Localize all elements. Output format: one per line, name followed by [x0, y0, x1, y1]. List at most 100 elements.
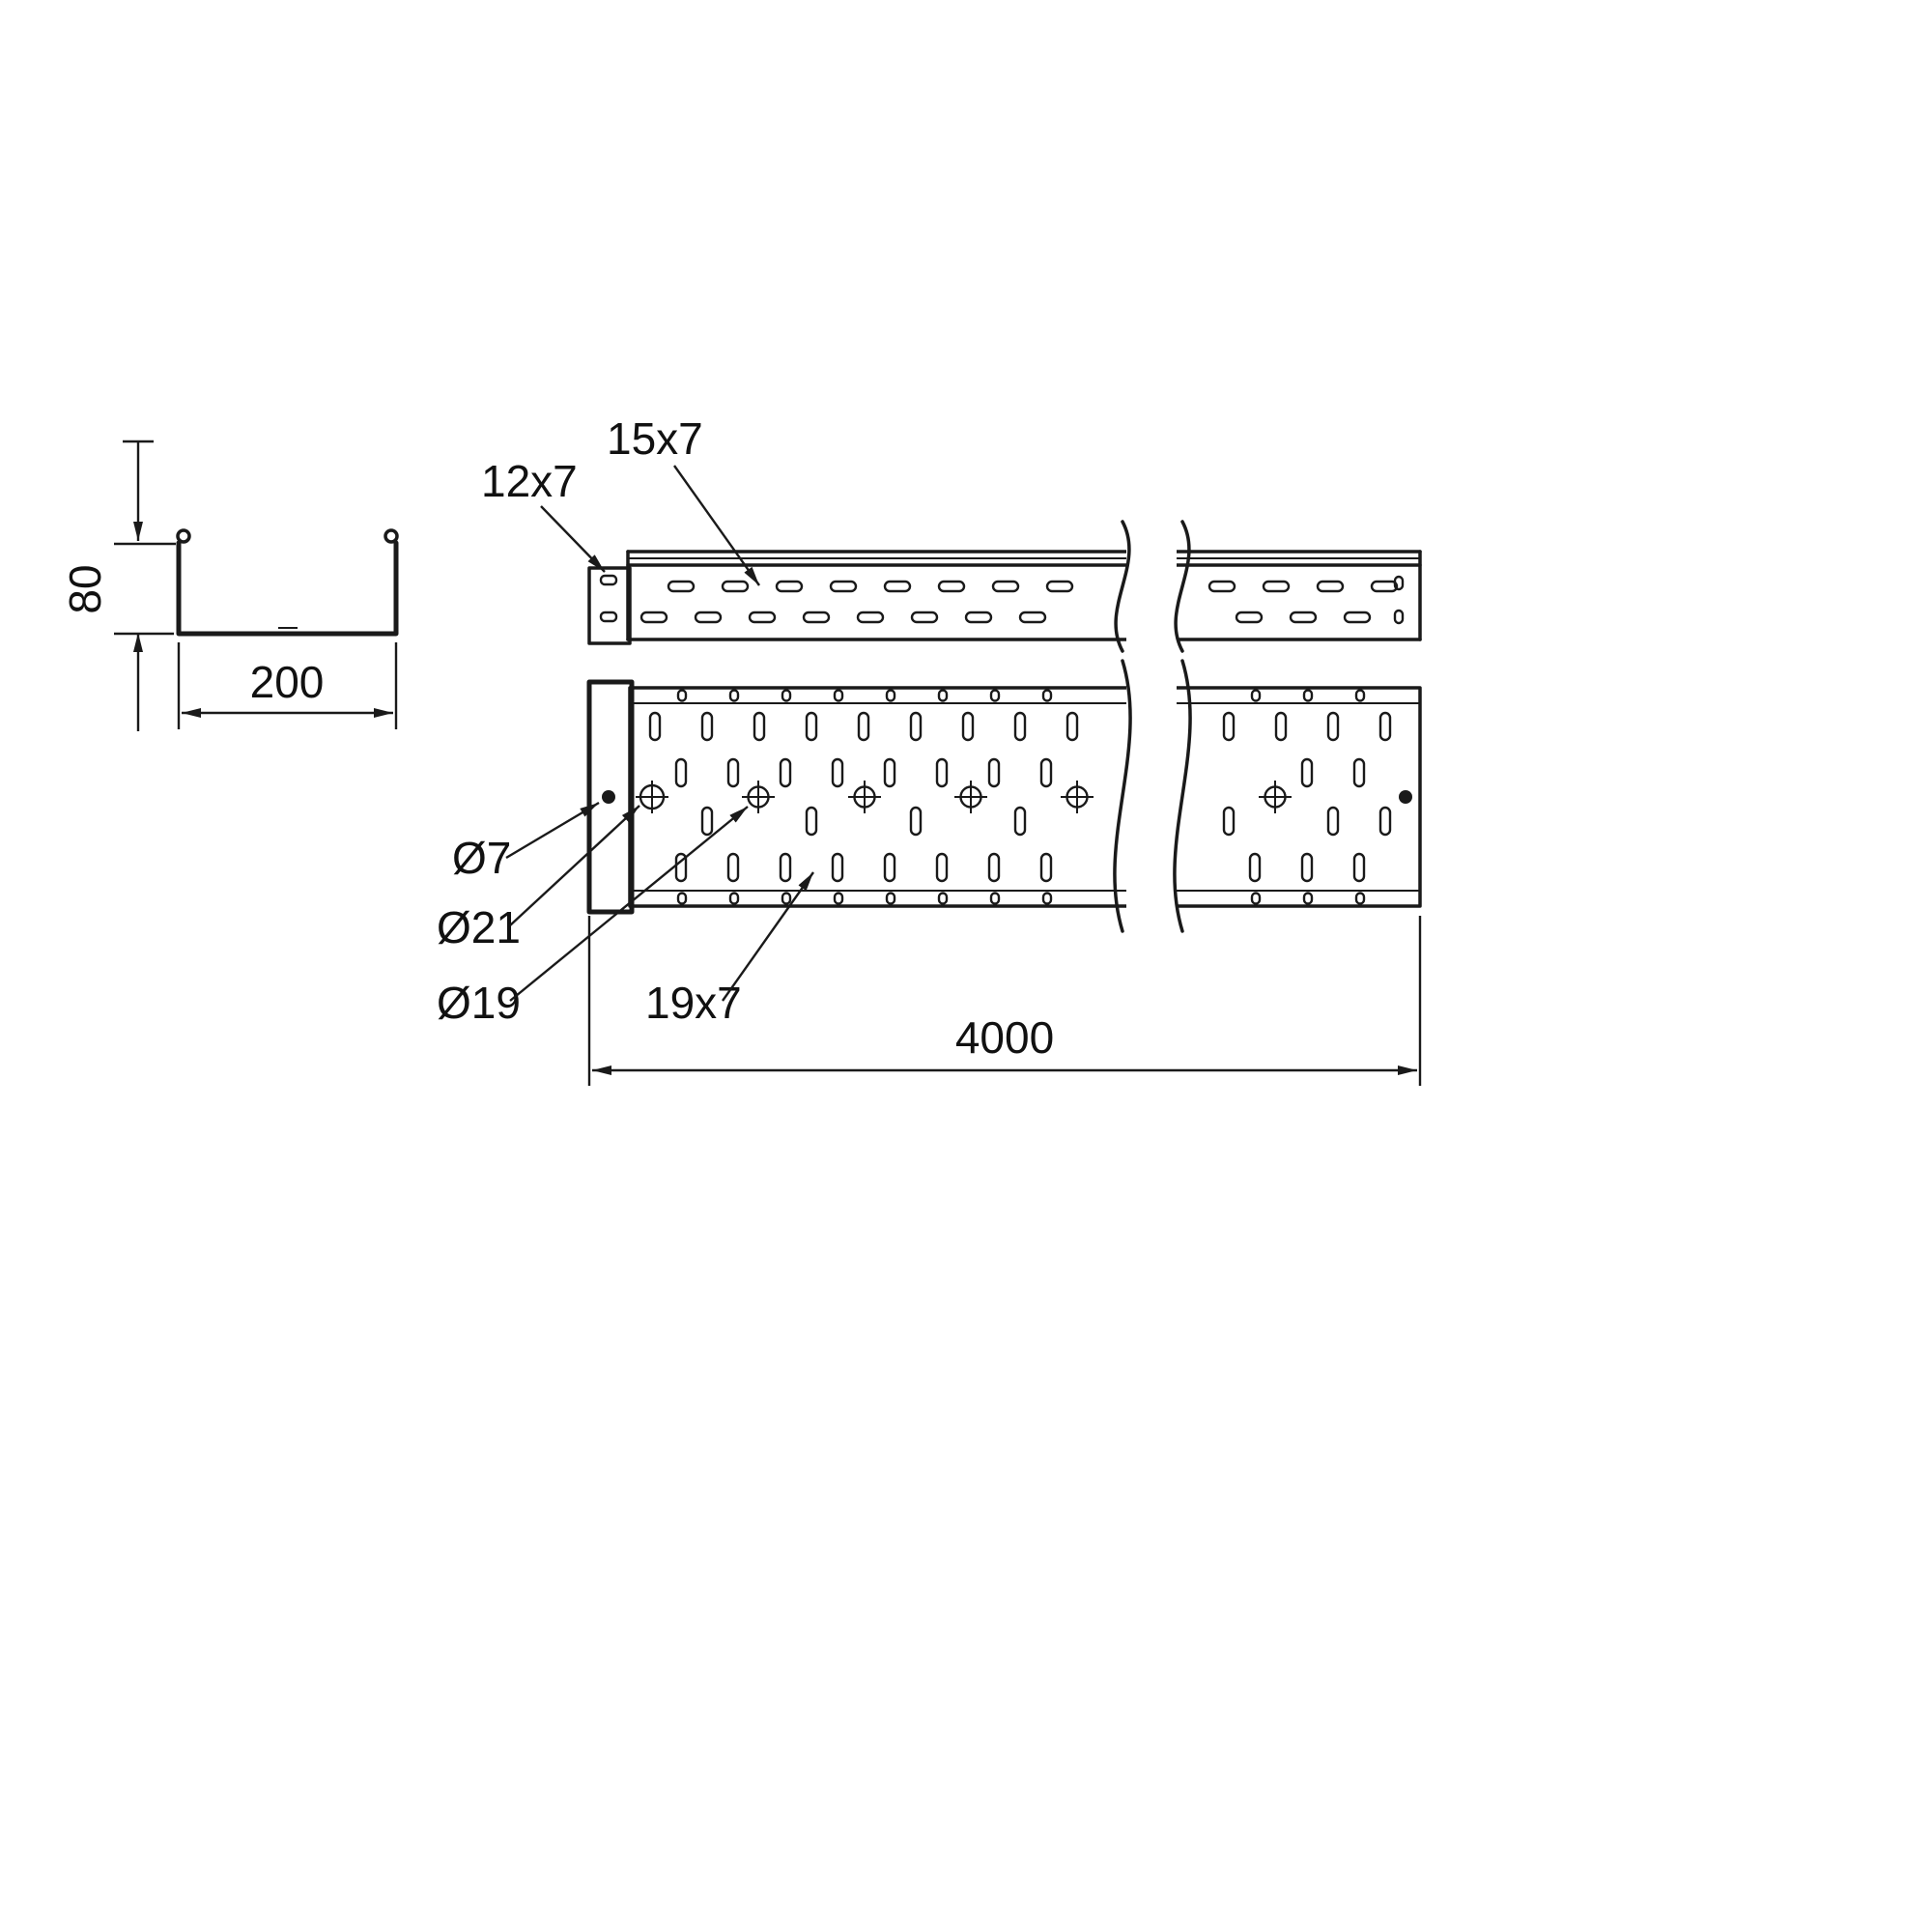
break-line: [1174, 520, 1191, 653]
flange-slot: [1041, 892, 1053, 905]
tray-bottom-slot: [1013, 711, 1027, 742]
tray-bottom-slot: [935, 757, 949, 788]
tray-bottom-slot: [779, 757, 792, 788]
flange-slot: [1041, 689, 1053, 702]
flange-slot: [989, 689, 1001, 702]
top-view: [586, 659, 1422, 933]
tray-bottom-slot: [1222, 711, 1236, 742]
label-slot-15x7: 15x7: [607, 413, 703, 464]
tray-bottom-slot: [805, 711, 818, 742]
rolled-edge-left: [176, 528, 191, 544]
tray-bottom-slot: [700, 711, 714, 742]
flange-slot: [885, 892, 896, 905]
flange-slot: [676, 892, 688, 905]
side-perforation-pattern: [639, 580, 1399, 624]
break-line: [1114, 520, 1131, 653]
flange-slot: [833, 689, 844, 702]
tray-bottom-slot: [1300, 852, 1314, 883]
leader-slot-19x7: [722, 871, 814, 1002]
end-hole-d7: [1399, 790, 1412, 804]
tray-bottom-slot: [1326, 806, 1340, 837]
tray-bottom-slot: [1352, 757, 1366, 788]
tray-bottom-slot: [1248, 852, 1262, 883]
side-wall-slot: [802, 611, 831, 624]
center-hole-row: [636, 781, 1292, 813]
tray-bottom-slot: [779, 852, 792, 883]
flange-slot: [1302, 689, 1314, 702]
tray-bottom-slot: [726, 757, 740, 788]
tray-bottom-slot: [1039, 852, 1053, 883]
flange-slot: [1354, 689, 1366, 702]
tray-bottom-slot: [935, 852, 949, 883]
label-slot-19x7: 19x7: [645, 978, 742, 1028]
flange-slot: [728, 892, 740, 905]
side-view: [587, 520, 1422, 655]
flange-slot: [885, 689, 896, 702]
side-wall-slot: [721, 580, 750, 593]
side-wall-slot: [694, 611, 723, 624]
end-hole-d7: [602, 790, 615, 804]
tray-bottom-slot: [1300, 757, 1314, 788]
tray-bottom-slot: [674, 757, 688, 788]
side-wall-slot: [775, 580, 804, 593]
tray-bottom-slot: [1013, 806, 1027, 837]
leader-slot-12x7: [540, 505, 606, 573]
break-gap: [1126, 659, 1177, 933]
dim-width-label: 200: [250, 657, 325, 707]
flange-slot: [833, 892, 844, 905]
flange-slot: [937, 892, 949, 905]
side-wall-slot: [1370, 580, 1399, 593]
tray-bottom-slot: [987, 852, 1001, 883]
side-wall-slot: [639, 611, 668, 624]
side-wall-slot: [964, 611, 993, 624]
side-wall-slot: [1018, 611, 1047, 624]
side-wall-slot: [910, 611, 939, 624]
connector-slot: [599, 611, 618, 623]
side-end-connector: [587, 566, 632, 645]
tray-bottom-slot: [909, 711, 923, 742]
tray-bottom-slot: [648, 711, 662, 742]
tray-bottom-slot: [883, 852, 896, 883]
cross-section-view: 80 200: [60, 440, 399, 731]
dim-height-label: 80: [60, 564, 110, 613]
flange-slot: [781, 689, 792, 702]
label-slot-12x7: 12x7: [481, 456, 578, 506]
break-line: [1113, 659, 1132, 933]
flange-slot: [937, 689, 949, 702]
annotations: 12x7 15x7 Ø7 Ø21 Ø19 19x7 4000: [437, 413, 1422, 1086]
flange-slot: [1250, 689, 1262, 702]
tray-bottom-slot: [831, 852, 844, 883]
tray-bottom-slot: [857, 711, 870, 742]
side-wall-slot: [829, 580, 858, 593]
break-line: [1173, 659, 1192, 933]
tray-bottom-slot: [1065, 711, 1079, 742]
label-hole-d19: Ø19: [437, 978, 521, 1028]
tray-bottom-slot: [700, 806, 714, 837]
tray-bottom-slot: [1039, 757, 1053, 788]
tray-bottom-slot: [753, 711, 766, 742]
flange-slot: [1354, 892, 1366, 905]
channel-profile: [176, 540, 399, 637]
tray-bottom-slot: [883, 757, 896, 788]
label-hole-d7: Ø7: [452, 833, 511, 883]
tray-bottom-slot: [1378, 806, 1392, 837]
side-wall-slot: [1343, 611, 1372, 624]
leader-hole-d19: [509, 806, 749, 1002]
side-wall-slot: [1208, 580, 1236, 593]
leader-hole-d21: [509, 805, 640, 926]
side-wall-slot: [991, 580, 1020, 593]
flange-slot: [1250, 892, 1262, 905]
tray-bottom-slot: [909, 806, 923, 837]
leader-hole-d7: [505, 801, 600, 860]
side-wall-slot: [1235, 611, 1264, 624]
tray-bottom-slot: [987, 757, 1001, 788]
break-gap: [1126, 520, 1177, 655]
tray-bottom-slot: [1326, 711, 1340, 742]
tray-bottom-slot: [1274, 711, 1288, 742]
tray-bottom-slot: [961, 711, 975, 742]
side-wall-slot: [1045, 580, 1074, 593]
label-hole-d21: Ø21: [437, 902, 521, 952]
leader-slot-15x7: [673, 465, 760, 586]
